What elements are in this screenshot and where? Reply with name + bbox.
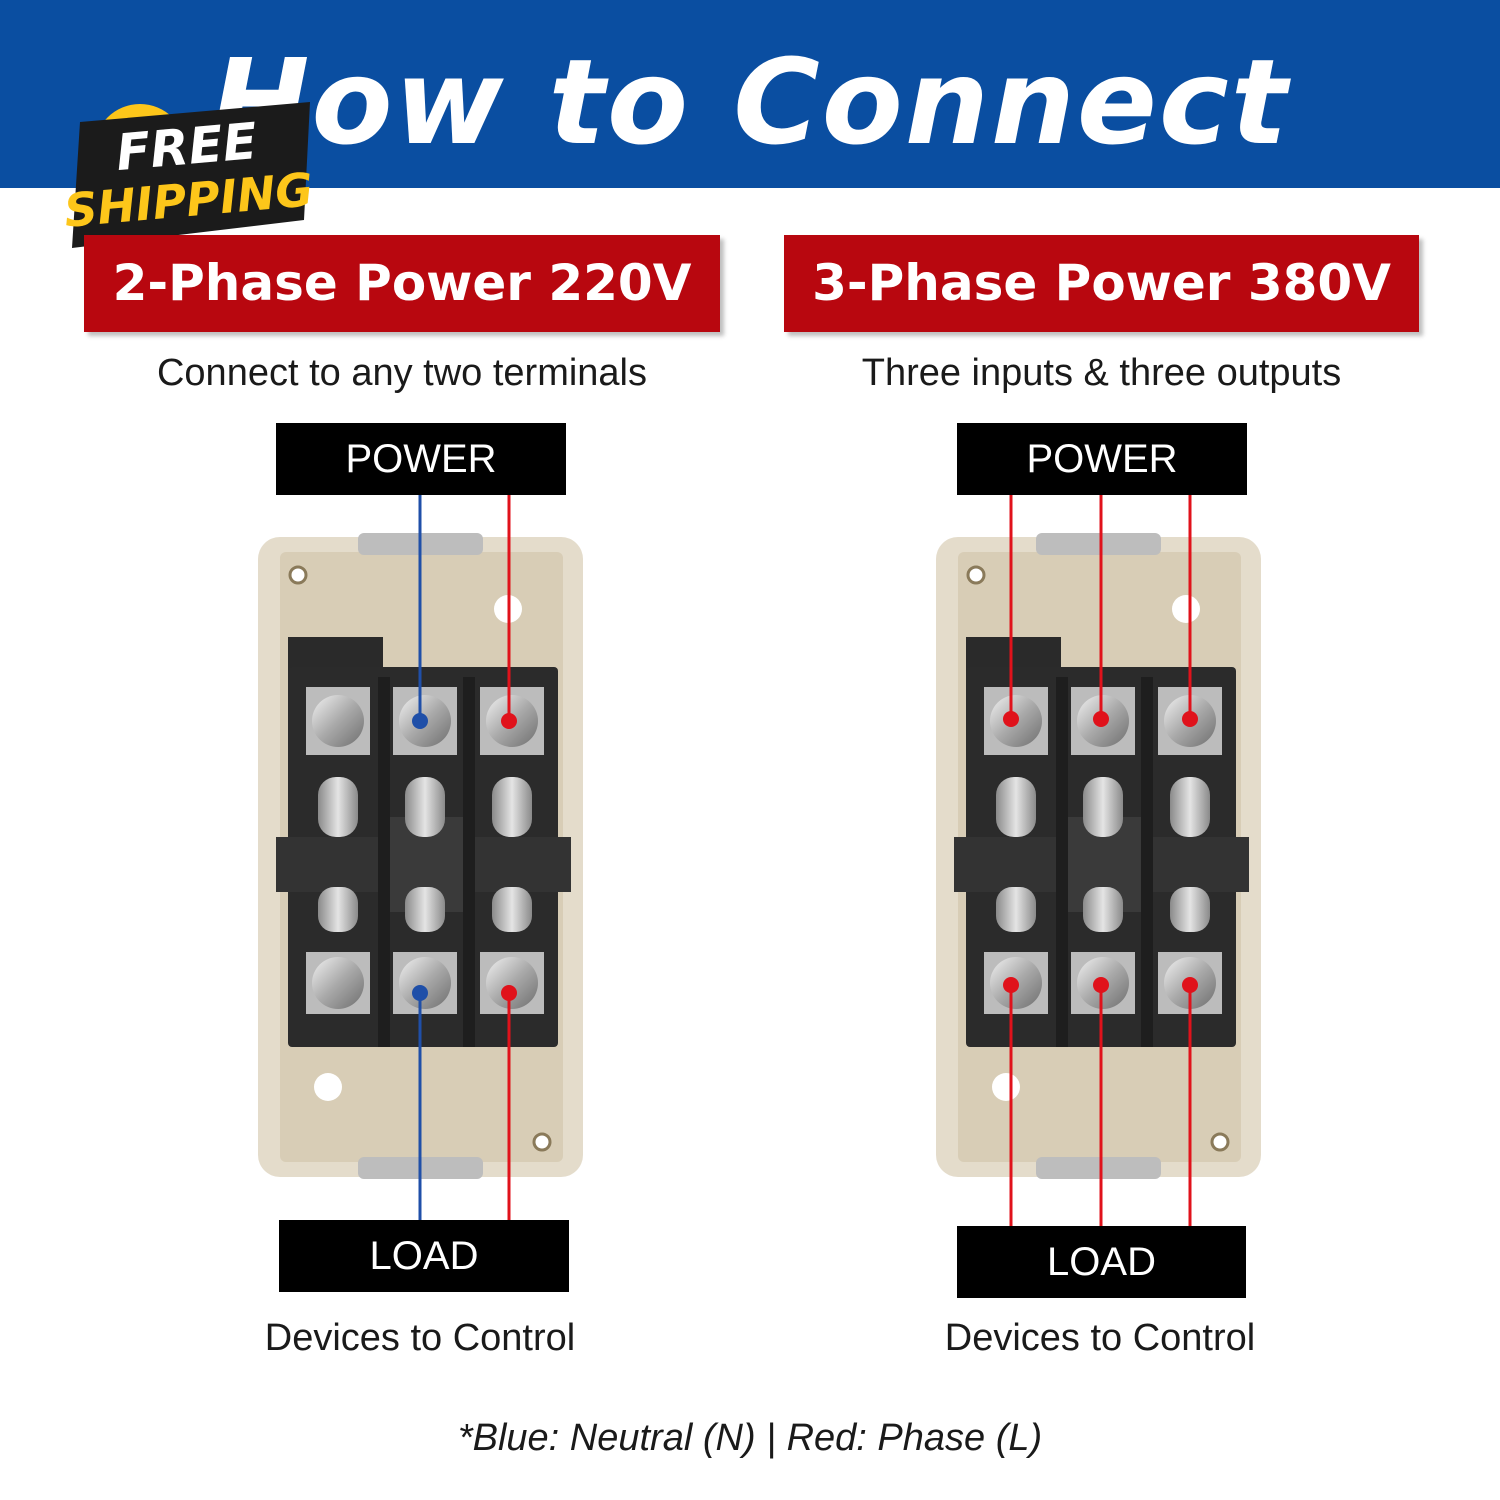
devices-label-right: Devices to Control [944, 1317, 1256, 1359]
badge-line1: FREE [114, 112, 259, 182]
free-shipping-badge: FREE SHIPPING [62, 102, 315, 264]
switch-box-right [934, 531, 1263, 1181]
left-phase-in-dot [501, 713, 517, 729]
phase-label-left: 2-Phase Power 220V [84, 235, 720, 332]
page-title: How to Connect [210, 33, 1290, 171]
devices-label-left: Devices to Control [264, 1317, 576, 1359]
badge-tag-shape [72, 102, 310, 264]
left-neutral-in-dot [412, 713, 428, 729]
wire-color-legend: *Blue: Neutral (N) | Red: Phase (L) [457, 1417, 1043, 1459]
power-tag-right: POWER [957, 423, 1247, 495]
load-tag-left: LOAD [279, 1220, 569, 1292]
right-wires [1003, 495, 1198, 1226]
left-phase-out-dot [501, 985, 517, 1001]
phase-label-right: 3-Phase Power 380V [784, 235, 1419, 332]
load-tag-right: LOAD [957, 1226, 1246, 1298]
power-tag-left: POWER [276, 423, 566, 495]
subtitle-right: Three inputs & three outputs [861, 352, 1342, 394]
left-neutral-out-dot [412, 985, 428, 1001]
left-wires [412, 495, 517, 1220]
subtitle-left: Connect to any two terminals [156, 352, 647, 394]
